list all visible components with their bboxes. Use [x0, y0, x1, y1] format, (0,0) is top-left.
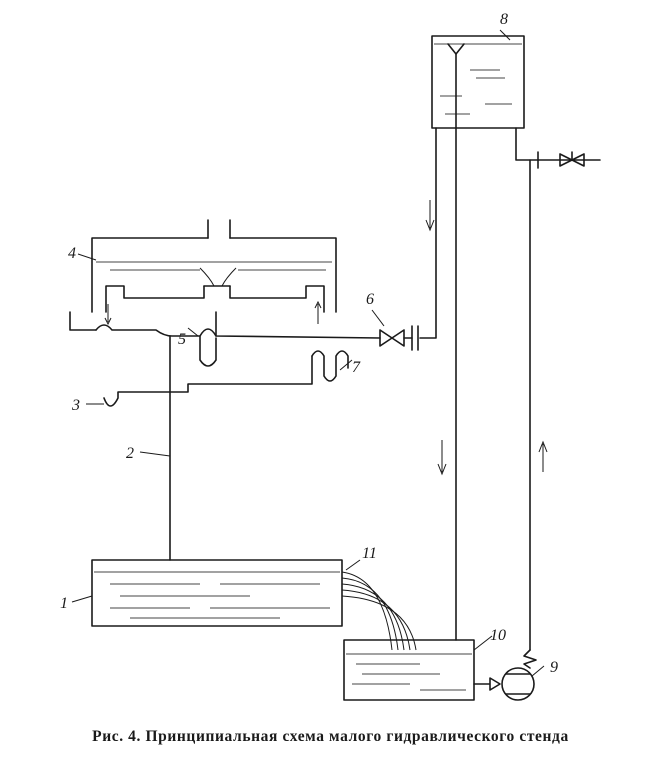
hydraulic-stand-diagram: 1 2 3 4 5 6 7 8 9 10 11: [60, 11, 601, 701]
label-9: 9: [550, 659, 558, 676]
label-10: 10: [490, 627, 506, 644]
upper-tank-8: [431, 35, 525, 129]
label-1: 1: [60, 595, 68, 612]
collector-pipe: [69, 311, 97, 331]
coil-7: [311, 350, 349, 382]
leader-lines: [71, 29, 545, 677]
tank-10: [343, 639, 475, 701]
flow-arrows: [425, 200, 548, 476]
label-8: 8: [500, 11, 508, 28]
label-3: 3: [71, 397, 80, 414]
chamber-4: [91, 219, 337, 326]
supply-pipe-right: [515, 127, 601, 169]
feed-pipe: [419, 127, 437, 339]
label-5: 5: [178, 331, 186, 348]
overflow-tubes-11: [341, 571, 417, 651]
label-7: 7: [352, 359, 361, 376]
u-tube-5: [199, 335, 217, 367]
label-2: 2: [126, 445, 134, 462]
figure-caption: Рис. 4. Принципиальная схема малого гидр…: [92, 728, 569, 745]
flange: [411, 325, 419, 351]
label-4: 4: [68, 245, 76, 262]
u-tube-3-line: [103, 355, 313, 407]
label-11: 11: [362, 545, 377, 562]
tank-1: [91, 559, 343, 627]
label-6: 6: [366, 291, 374, 308]
pump-9: [473, 649, 537, 701]
valve-6: [379, 329, 413, 347]
